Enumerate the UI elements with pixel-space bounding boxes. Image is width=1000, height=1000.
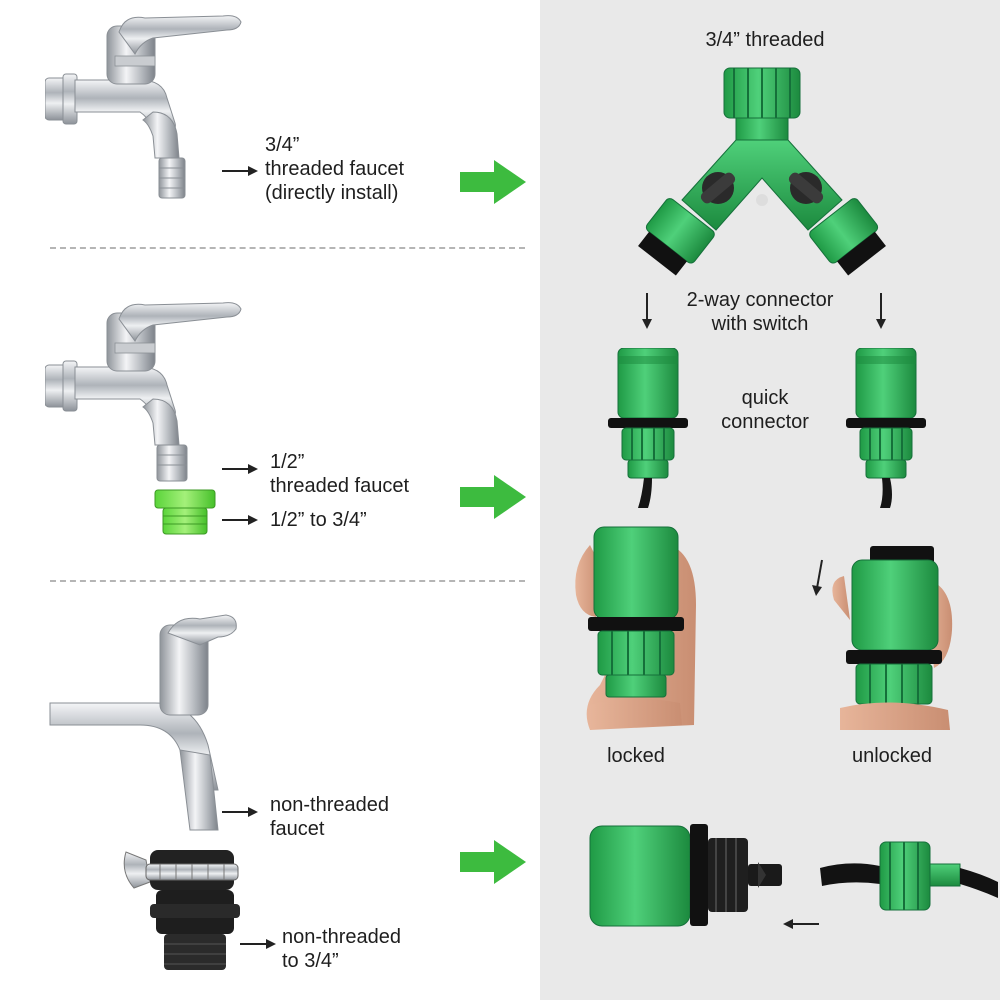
faucet1-label: 3/4” threaded faucet (directly install) bbox=[265, 134, 404, 204]
faucet3-label: non-threaded faucet bbox=[270, 794, 389, 840]
arrow-right-icon bbox=[222, 807, 258, 817]
arrow-down-icon bbox=[876, 293, 886, 329]
arrow-right-icon bbox=[460, 840, 526, 884]
clamp-adapter-icon bbox=[123, 850, 240, 970]
faucet2-label: 1/2” threaded faucet bbox=[270, 451, 409, 497]
section-divider bbox=[50, 580, 525, 582]
splitter-label: 2-way connector with switch bbox=[686, 289, 834, 335]
y-splitter-icon bbox=[638, 67, 886, 276]
arrow-right-icon bbox=[240, 939, 276, 949]
top-threaded-label: 3/4” threaded bbox=[705, 29, 825, 51]
unlocked-label: unlocked bbox=[851, 745, 933, 767]
quick-connector-label: quick connector bbox=[721, 387, 809, 433]
adapter-icon bbox=[154, 489, 216, 535]
hand-icon bbox=[575, 526, 696, 730]
arrow-right-icon bbox=[460, 160, 526, 204]
quick-connector-icon bbox=[608, 348, 688, 508]
arrow-right-icon bbox=[222, 464, 258, 474]
hand-icon bbox=[832, 546, 953, 730]
arrow-right-icon bbox=[222, 515, 258, 525]
adapter-nonthreaded-label: non-threaded to 3/4” bbox=[282, 926, 401, 972]
arrow-right-icon bbox=[222, 166, 258, 176]
faucet-icon bbox=[45, 8, 245, 199]
faucet-icon bbox=[49, 614, 237, 831]
hose-connector-icon bbox=[589, 824, 998, 927]
faucet-options-panel bbox=[0, 0, 540, 1000]
arrow-right-icon bbox=[460, 475, 526, 519]
quick-connector-icon bbox=[846, 348, 926, 508]
locked-label: locked bbox=[607, 745, 665, 767]
arrow-down-icon bbox=[812, 559, 823, 596]
faucet-icon bbox=[45, 295, 245, 482]
adapter-half-label: 1/2” to 3/4” bbox=[270, 509, 367, 531]
arrow-left-icon bbox=[783, 919, 819, 929]
arrow-down-icon bbox=[642, 293, 652, 329]
section-divider bbox=[50, 247, 525, 249]
